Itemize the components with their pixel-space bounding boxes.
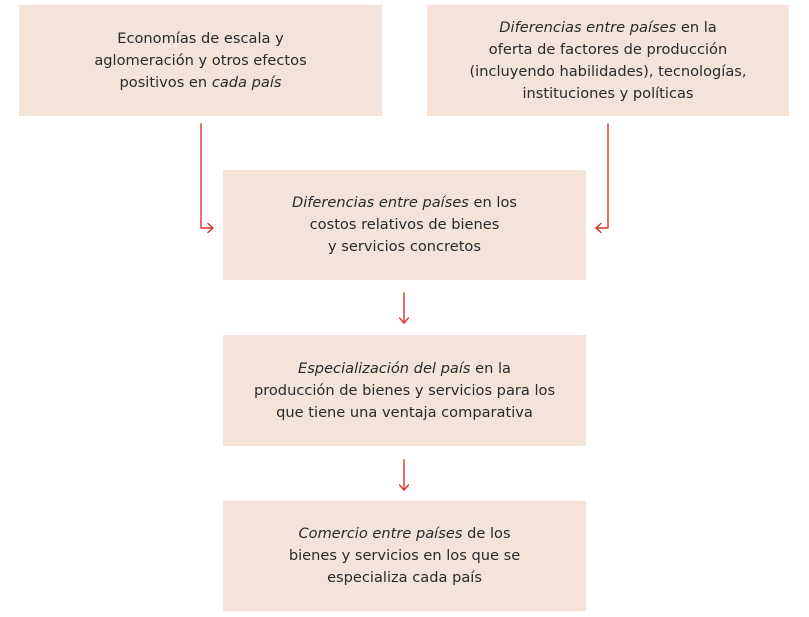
emphasis-text: Diferencias entre países (499, 18, 677, 36)
node-text-line: y servicios concretos (292, 236, 517, 258)
node-trade: Comercio entre países de los bienes y ser… (223, 501, 586, 611)
node-text-line: Diferencias entre países en los (292, 192, 517, 214)
node-economies-of-scale: Economías de escala y aglomeración y otro… (19, 5, 382, 116)
node-text-line: Diferencias entre países en la (469, 17, 746, 39)
text-segment: de los (462, 525, 511, 542)
node-text-line: Comercio entre países de los (289, 523, 520, 545)
node-text-line: producción de bienes y servicios para lo… (254, 380, 555, 402)
text-segment: oferta de factores de producción (488, 40, 728, 58)
text-segment: bienes y servicios en los que se (288, 547, 521, 564)
text-segment: Economías de escala y (117, 29, 284, 47)
node-text-line: positivos en cada país (94, 72, 306, 94)
emphasis-text: cada país (211, 73, 282, 91)
text-segment: que tiene una ventaja comparativa (276, 403, 533, 421)
text-segment: en la (470, 359, 511, 377)
text-segment: instituciones y políticas (522, 84, 694, 102)
node-text-line: oferta de factores de producción (469, 39, 746, 61)
node-text-line: Especialización del país en la (254, 358, 555, 380)
node-text-line: (incluyendo habilidades), tecnologías, (469, 61, 746, 83)
emphasis-text: Diferencias entre países (291, 194, 469, 211)
text-segment: costos relativos de bienes (309, 216, 500, 233)
text-segment: en la (676, 18, 717, 36)
node-text-line: costos relativos de bienes (292, 214, 517, 236)
node-text-line: instituciones y políticas (469, 83, 746, 105)
text-segment: aglomeración y otros efectos (94, 51, 307, 69)
node-text-line: aglomeración y otros efectos (94, 50, 306, 72)
text-segment: y servicios concretos (328, 238, 481, 255)
node-text-line: que tiene una ventaja comparativa (254, 402, 555, 424)
node-text: Comercio entre países de los bienes y ser… (289, 523, 520, 589)
node-text: Economías de escala y aglomeración y otro… (94, 28, 306, 94)
emphasis-text: Especialización del país (297, 359, 471, 377)
node-text: Diferencias entre países en los costos re… (292, 192, 517, 258)
node-text-line: especializa cada país (289, 567, 520, 589)
text-segment: (incluyendo habilidades), tecnologías, (469, 62, 747, 80)
node-text-line: Economías de escala y (94, 28, 306, 50)
text-segment: especializa cada país (327, 569, 482, 586)
text-segment: en los (468, 194, 517, 211)
arrow-right-icon (200, 123, 214, 234)
node-relative-cost-differences: Diferencias entre países en los costos re… (223, 170, 586, 280)
text-segment: positivos en (119, 73, 212, 91)
emphasis-text: Comercio entre países (298, 525, 463, 542)
arrow-down-icon (398, 292, 410, 324)
text-segment: producción de bienes y servicios para lo… (253, 381, 556, 399)
node-text-line: bienes y servicios en los que se (289, 545, 520, 567)
arrow-left-icon (595, 123, 609, 234)
arrow-down-icon (398, 459, 410, 491)
